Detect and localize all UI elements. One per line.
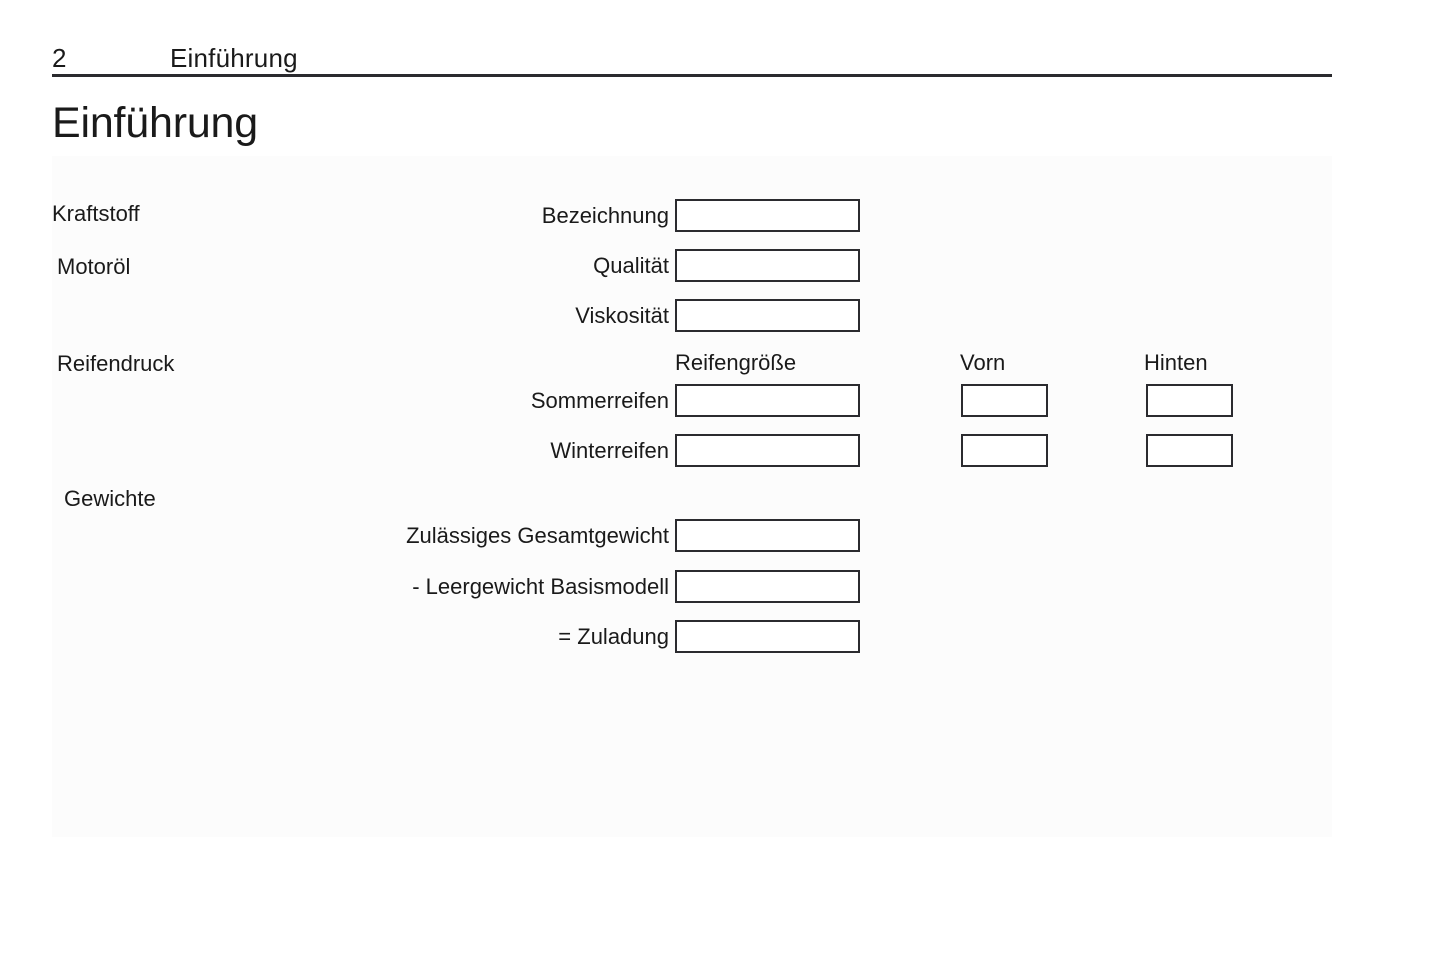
field-box-zuladung[interactable] xyxy=(675,620,860,653)
field-box-sommerreifen-groesse[interactable] xyxy=(675,384,860,417)
field-box-sommerreifen-vorn[interactable] xyxy=(961,384,1048,417)
field-label-zulaessiges-gesamtgewicht: Zulässiges Gesamtgewicht xyxy=(406,523,669,548)
field-box-qualitaet[interactable] xyxy=(675,249,860,282)
chapter-title: Einführung xyxy=(170,43,298,73)
page-title: Einführung xyxy=(52,99,258,147)
section-label-motoroel: Motoröl xyxy=(57,254,131,279)
field-label-zuladung: = Zuladung xyxy=(558,624,669,649)
field-box-bezeichnung[interactable] xyxy=(675,199,860,232)
column-header-vorn: Vorn xyxy=(960,350,1006,375)
section-label-reifendruck: Reifendruck xyxy=(57,351,175,376)
header-rule xyxy=(52,74,1332,77)
form-panel: Kraftstoff Motoröl Reifendruck Gewichte … xyxy=(52,156,1332,837)
field-label-winterreifen: Winterreifen xyxy=(550,438,669,463)
field-label-viskositaet: Viskosität xyxy=(575,303,669,328)
field-box-winterreifen-vorn[interactable] xyxy=(961,434,1048,467)
section-label-gewichte: Gewichte xyxy=(64,486,156,511)
field-box-zulaessiges-gesamtgewicht[interactable] xyxy=(675,519,860,552)
field-box-winterreifen-groesse[interactable] xyxy=(675,434,860,467)
field-box-viskositaet[interactable] xyxy=(675,299,860,332)
column-header-hinten: Hinten xyxy=(1144,350,1208,375)
field-box-leergewicht-basismodell[interactable] xyxy=(675,570,860,603)
field-label-sommerreifen: Sommerreifen xyxy=(530,388,669,413)
running-header: 2 Einführung xyxy=(52,42,1332,78)
field-label-bezeichnung: Bezeichnung xyxy=(541,203,669,228)
field-box-sommerreifen-hinten[interactable] xyxy=(1146,384,1233,417)
section-label-kraftstoff: Kraftstoff xyxy=(52,201,140,226)
field-label-qualitaet: Qualität xyxy=(593,253,669,278)
field-box-winterreifen-hinten[interactable] xyxy=(1146,434,1233,467)
page-number: 2 xyxy=(52,43,67,73)
column-header-reifengroesse: Reifengröße xyxy=(675,350,797,375)
field-label-leergewicht-basismodell: - Leergewicht Basismodell xyxy=(412,574,669,599)
